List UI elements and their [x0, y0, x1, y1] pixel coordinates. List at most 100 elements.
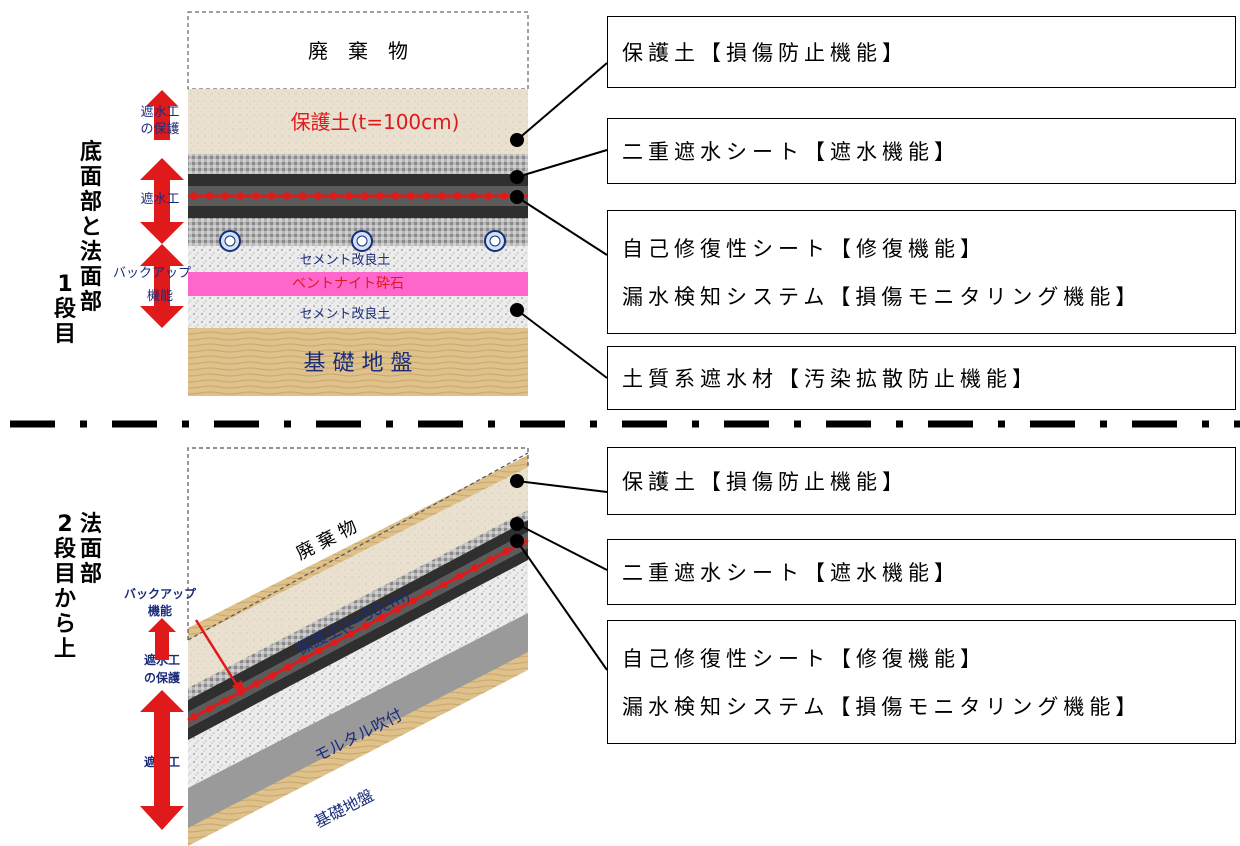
- s2-protection-label-2: の保護: [144, 670, 181, 685]
- section2-zone-arrows: [140, 618, 184, 830]
- s2-waterproof-arrow: [140, 690, 184, 830]
- s2-backup-pointer: [194, 619, 242, 691]
- section2-side-label: 法 面 部: [79, 512, 102, 587]
- slope-protective-soil: [188, 467, 528, 695]
- section2-slope: 廃 棄 物 保護土(t=50cm) モルタル吹付 基礎地盤: [187, 447, 529, 846]
- slope-mortar-layer: [188, 545, 528, 788]
- foundation-label: 基 礎 地 盤: [304, 351, 413, 376]
- section1-side-label-2: 1 段 目: [53, 272, 76, 347]
- slope-foundation-label: 基礎地盤: [311, 786, 377, 832]
- sensor-dot: [330, 638, 339, 647]
- s2-backup-label-1: バックアップ: [124, 586, 197, 601]
- sensor-dot: [484, 192, 493, 200]
- sensor-dot: [487, 555, 495, 564]
- sensor-dot: [393, 605, 401, 613]
- slope-leak-line: [187, 538, 529, 722]
- sensor-dot: [236, 192, 245, 200]
- sensor-dot: [206, 705, 214, 713]
- leak-detection-sensors: [190, 192, 524, 200]
- sensor-dot: [205, 192, 214, 200]
- section2-zone-labels: バックアップ 機能 遮水工 の保護 遮水工: [124, 586, 197, 769]
- callout-text: 漏水検知システム【損傷モニタリング機能】: [622, 285, 1142, 309]
- bentonite-layer: [188, 272, 528, 296]
- sensor-dot: [283, 192, 291, 200]
- backup-arrow: [140, 244, 184, 328]
- sensor-dot: [424, 589, 432, 597]
- sensor-dot: [360, 192, 369, 200]
- section2-leaders: [516, 480, 608, 671]
- s2-protection-arrow: [148, 618, 176, 660]
- sensor-dot: [502, 547, 510, 555]
- sensor-dot: [455, 572, 464, 580]
- sensor-dot: [407, 192, 415, 200]
- section1-side-label: 底 面 部 と 法 面 部: [79, 140, 102, 315]
- sensor-dot: [267, 192, 276, 200]
- sensor-dot: [315, 647, 323, 655]
- zone-backup-label-1: バックアップ: [113, 266, 191, 281]
- protective-soil-layer: [188, 89, 528, 154]
- callout-text: 二重遮水シート【遮水機能】: [622, 561, 960, 585]
- cement-soil-label-1: セメント改良土: [300, 252, 391, 268]
- sensor-dot: [346, 630, 354, 638]
- section2-side-label-2: 2 段 目 か ら 上: [53, 512, 76, 662]
- protective-soil-label: 保護土(t=100cm): [291, 110, 460, 134]
- sensor-dot: [221, 192, 229, 200]
- zone-backup-label-2: 機能: [147, 289, 173, 304]
- zone-protection-label-1: 遮水工: [140, 104, 179, 120]
- sensor-dot: [469, 192, 477, 200]
- sensor-dot: [440, 580, 448, 589]
- callout-text: 自己修復性シート【修復機能】: [622, 647, 986, 671]
- section1-column: 廃 棄 物 保護土(t=100cm) セメント改良土 ベントナイト砕石 セメント…: [187, 11, 529, 396]
- sensor-dot: [284, 663, 292, 671]
- cement-soil-label-2: セメント改良土: [300, 306, 391, 322]
- s2-backup-label-2: 機能: [148, 603, 172, 618]
- sensor-dot: [345, 192, 353, 200]
- section1-zone-labels: 遮水工 の保護 遮水工 バックアップ 機能: [113, 104, 191, 304]
- callout-text: 二重遮水シート【遮水機能】: [622, 140, 960, 164]
- callout-double-sheet: 二重遮水シート【遮水機能】: [607, 118, 1236, 184]
- sensor-dot: [190, 713, 198, 721]
- sensor-dot: [252, 680, 261, 688]
- callout-self-repair: 自己修復性シート【修復機能】 漏水検知システム【損傷モニタリング機能】: [607, 210, 1236, 334]
- waterproof-sheet-upper: [188, 174, 528, 186]
- foundation-layer: [188, 328, 528, 396]
- slope-waste-outline: [187, 447, 529, 640]
- callout-soil-barrier: 土質系遮水材【汚染拡散防止機能】: [607, 346, 1236, 410]
- sensor-dot: [221, 696, 229, 705]
- callout-protective-soil: 保護土【損傷防止機能】: [607, 16, 1236, 88]
- sensor-dot: [438, 192, 446, 200]
- callout-text: 自己修復性シート【修復機能】: [622, 237, 986, 261]
- callout-text: 漏水検知システム【損傷モニタリング機能】: [622, 695, 1142, 719]
- sensor-dot: [391, 192, 400, 200]
- slope-sheet-lower: [188, 548, 528, 740]
- sensor-dot: [500, 192, 508, 200]
- s2-callout-double-sheet: 二重遮水シート【遮水機能】: [607, 539, 1236, 605]
- slope-foundation-band: [188, 613, 528, 828]
- gravel-layer-top: [188, 154, 528, 174]
- section1-leader-dots: [510, 133, 524, 317]
- s2-callout-protective-soil: 保護土【損傷防止機能】: [607, 447, 1236, 515]
- sensor-dot: [362, 622, 370, 630]
- sensor-dot: [329, 192, 338, 200]
- sensor-dot: [471, 564, 479, 572]
- drain-pipes: [219, 230, 506, 252]
- waterproof-sheet-lower: [188, 206, 528, 218]
- sensor-dot: [422, 192, 431, 200]
- slope-gravel-upper: [188, 510, 528, 700]
- section1-leaders: [516, 62, 608, 379]
- sensor-dot: [268, 671, 276, 680]
- callout-text: 土質系遮水材【汚染拡散防止機能】: [622, 367, 1038, 391]
- sensor-dot: [190, 192, 198, 200]
- cement-soil-layer-2: [188, 296, 528, 328]
- section2-leader-dots: [510, 474, 524, 548]
- sensor-dot: [252, 192, 260, 200]
- sensor-dot: [314, 192, 322, 200]
- sensor-dot: [298, 192, 307, 200]
- waste-layer: [187, 11, 529, 90]
- callout-text: 保護土【損傷防止機能】: [622, 470, 908, 494]
- sensor-dot: [377, 613, 386, 622]
- callout-text: 保護土【損傷防止機能】: [622, 41, 908, 65]
- protection-arrow-top: [146, 90, 178, 140]
- waterproof-arrow: [140, 158, 184, 244]
